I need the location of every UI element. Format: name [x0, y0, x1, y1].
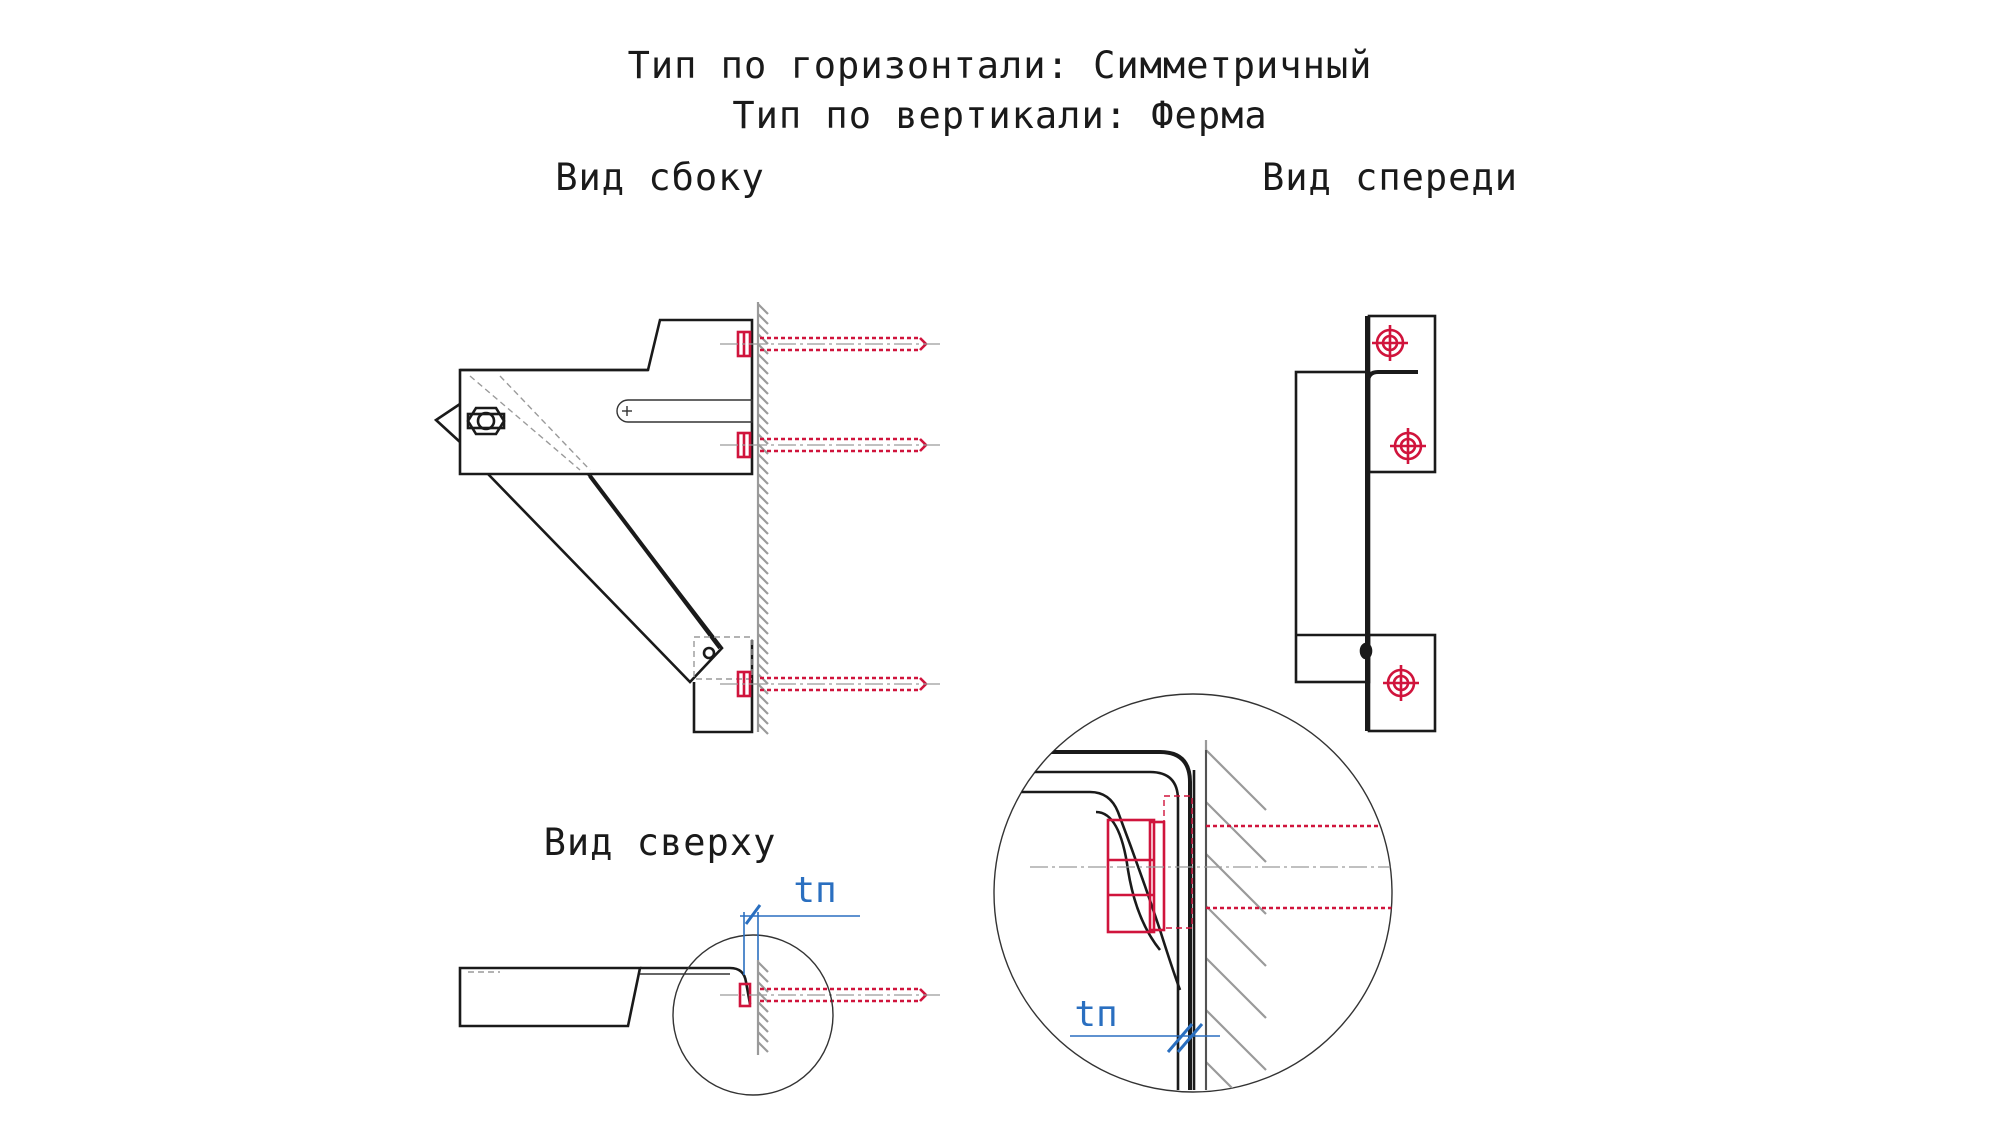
side-anchor-1 [720, 330, 940, 358]
side-view [433, 302, 940, 735]
side-bracket-foot [692, 640, 754, 734]
side-diagonal-strut [487, 473, 724, 684]
side-nose [433, 402, 461, 443]
side-wall [756, 302, 769, 735]
detail-view: tп [993, 693, 1393, 1093]
horizontal-type-title: Тип по горизонтали: Симметричный [628, 44, 1373, 87]
front-view-title: Вид спереди [1262, 156, 1518, 199]
top-detail-callout [672, 934, 834, 1096]
front-anchor-head-1 [1372, 325, 1408, 361]
tp-label: tп [793, 870, 836, 911]
top-view: tп [458, 870, 940, 1096]
side-hex-nut [466, 406, 506, 436]
tp-dimension-detail: tп [1070, 994, 1220, 1053]
front-anchor-head-3 [1383, 665, 1419, 701]
side-slot [616, 399, 753, 423]
vertical-type-title: Тип по вертикали: Ферма [732, 94, 1267, 137]
detail-callout-circle [993, 693, 1393, 1093]
top-bracket [458, 966, 642, 1028]
tp-dimension: tп [740, 870, 860, 975]
top-view-title: Вид сверху [544, 821, 777, 864]
front-view [1294, 314, 1437, 733]
side-anchor-3 [720, 670, 940, 698]
detail-hex-nut [1106, 795, 1193, 934]
side-view-title: Вид сбоку [555, 156, 764, 199]
side-anchor-2 [720, 431, 940, 459]
side-bracket-top [458, 318, 754, 476]
front-anchor-head-2 [1390, 428, 1426, 464]
tp-label-detail: tп [1074, 994, 1117, 1035]
